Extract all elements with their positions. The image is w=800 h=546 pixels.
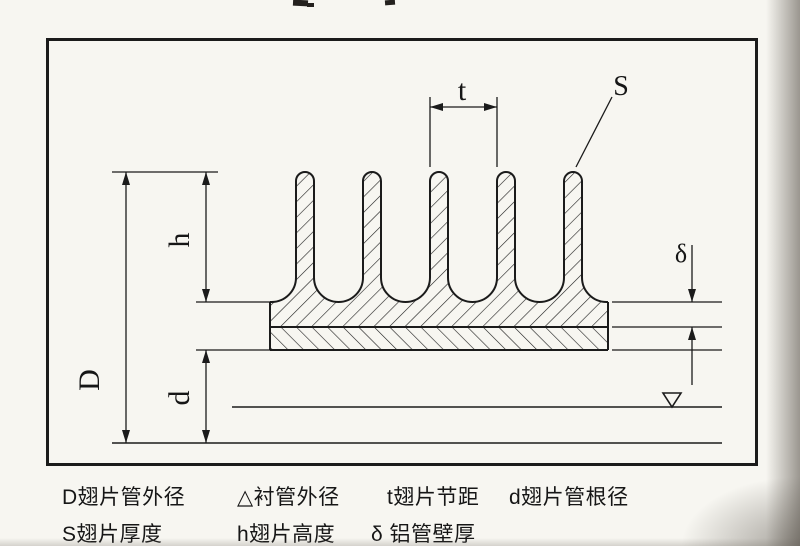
- dimension-label-t: t: [458, 74, 467, 107]
- dimension-label-s: S: [613, 71, 629, 102]
- dimension-D: D: [73, 172, 130, 443]
- dimension-label-delta: δ: [675, 239, 687, 268]
- wall-band-outlines: [269, 302, 609, 351]
- D-arrow-top: [122, 172, 130, 185]
- extension-lines: [112, 171, 722, 351]
- dimension-delta: δ: [675, 239, 696, 385]
- delta-arrow-up: [688, 327, 696, 340]
- legend-item-delta: δ 铝管壁厚: [371, 523, 476, 546]
- liner-triangle-symbol: [661, 392, 683, 409]
- dimension-t: t: [429, 74, 498, 167]
- d-arrow-bottom: [202, 430, 210, 443]
- t-arrow-left: [430, 103, 443, 111]
- fin-profile-outline: [270, 171, 608, 303]
- dimension-s: S: [575, 71, 629, 168]
- drawing-frame: [46, 38, 758, 466]
- legend-item-t: t翅片节距: [387, 486, 480, 509]
- axis-lines: [112, 406, 722, 444]
- t-arrow-right: [484, 103, 497, 111]
- legend-item-h: h翅片高度: [237, 523, 336, 546]
- h-arrow-bottom: [202, 289, 210, 302]
- legend-item-S: S翅片厚度: [62, 523, 163, 546]
- tube-cross-section: [269, 171, 609, 351]
- legend-item-d: d翅片管根径: [509, 486, 629, 509]
- D-arrow-bottom: [122, 430, 130, 443]
- dimension-label-D: D: [73, 369, 106, 391]
- dimension-h: h: [163, 172, 210, 302]
- delta-arrow-down: [688, 289, 696, 302]
- legend-item-D: D翅片管外径: [62, 486, 186, 509]
- dimension-d: d: [163, 350, 210, 443]
- liner-wall-hatch: [270, 327, 608, 350]
- dimension-label-d: d: [163, 391, 196, 406]
- dimension-label-h: h: [163, 233, 196, 248]
- legend-item-liner: △衬管外径: [237, 486, 340, 509]
- fin-and-outer-wall-hatch: [270, 172, 608, 327]
- s-leader-line: [575, 96, 613, 168]
- d-arrow-top: [202, 350, 210, 363]
- h-arrow-top: [202, 172, 210, 185]
